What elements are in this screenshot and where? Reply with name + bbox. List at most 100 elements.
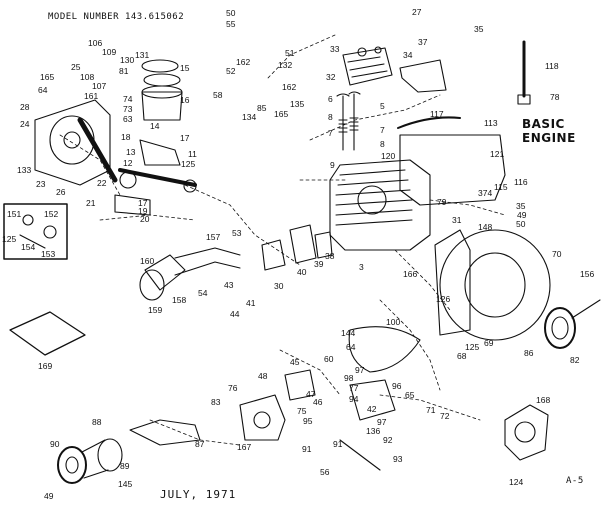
part-label: 85 [257, 103, 267, 113]
part-label: 38 [325, 251, 335, 261]
part-label: 3 [359, 262, 364, 272]
part-label: 60 [324, 354, 334, 364]
part-label: 156 [580, 269, 595, 279]
part-label: 168 [536, 395, 551, 405]
part-label: 98 [344, 373, 354, 383]
part-label: 17 [180, 133, 190, 143]
carburetor-gaskets [261, 224, 333, 271]
part-label: 63 [123, 114, 133, 124]
part-label: 158 [172, 295, 187, 305]
part-label: 6 [328, 94, 333, 104]
part-label: 125 [465, 342, 480, 352]
part-label: 79 [437, 197, 447, 207]
part-label: 68 [457, 351, 467, 361]
part-label: 95 [303, 416, 313, 426]
part-label: 19 [138, 206, 148, 216]
part-label: 157 [206, 232, 221, 242]
part-label: 33 [330, 44, 340, 54]
part-label: 17 [138, 198, 148, 208]
part-label: 121 [490, 149, 505, 159]
part-label: 70 [552, 249, 562, 259]
part-label: 54 [198, 288, 208, 298]
starter-housing [504, 404, 549, 461]
part-label: 30 [274, 281, 284, 291]
part-label: 130 [120, 55, 135, 65]
part-label: 8 [328, 112, 333, 122]
part-label: 135 [290, 99, 305, 109]
part-label: 86 [524, 348, 534, 358]
part-label: 13 [126, 147, 136, 157]
part-label: 88 [92, 417, 102, 427]
part-label: 89 [120, 461, 130, 471]
part-label: 153 [41, 249, 56, 259]
muffler [139, 247, 241, 301]
air-cleaner-tube [129, 419, 201, 446]
part-label: 37 [418, 37, 428, 47]
part-label: 15 [180, 63, 190, 73]
part-label: 134 [242, 112, 257, 122]
model-number: MODEL NUMBER 143.615062 [48, 12, 185, 22]
part-label: 20 [140, 214, 150, 224]
part-label: 44 [230, 309, 240, 319]
part-label: 50 [226, 8, 236, 18]
part-label: 165 [40, 72, 55, 82]
part-label: 42 [367, 404, 377, 414]
part-label: 64 [38, 85, 48, 95]
part-label: 31 [452, 215, 462, 225]
part-label: 159 [148, 305, 163, 315]
part-label: 118 [545, 61, 559, 71]
part-label: 131 [135, 50, 150, 60]
starter-pulley [544, 299, 601, 349]
part-label: 45 [290, 357, 300, 367]
part-label: 96 [392, 381, 402, 391]
part-label: 46 [313, 397, 323, 407]
part-label: 94 [349, 394, 359, 404]
page-code: A-5 [566, 476, 584, 486]
part-label: 72 [440, 411, 450, 421]
part-label: 125 [2, 234, 17, 244]
part-label: 126 [436, 294, 451, 304]
part-label: 12 [123, 158, 133, 168]
part-label: 7 [328, 128, 333, 138]
part-label: 39 [314, 259, 324, 269]
part-label: 93 [393, 454, 403, 464]
part-label: 120 [381, 151, 396, 161]
carburetor [239, 394, 286, 441]
part-label: 87 [195, 439, 205, 449]
part-label: 151 [7, 209, 22, 219]
part-label: 154 [21, 242, 36, 252]
cylinder-shield [348, 326, 421, 373]
part-label: 125 [181, 159, 196, 169]
part-label: 75 [297, 406, 307, 416]
part-label: 165 [274, 109, 289, 119]
part-label: 22 [97, 178, 107, 188]
part-label: 136 [366, 426, 381, 436]
part-label: 91 [333, 439, 343, 449]
part-label: 124 [509, 477, 524, 487]
part-label: 34 [403, 50, 413, 60]
part-label: 162 [236, 57, 251, 67]
part-label: 58 [213, 90, 223, 100]
part-label: 50 [516, 219, 526, 229]
part-label: 56 [320, 467, 330, 477]
part-label: 69 [484, 338, 494, 348]
part-label: 74 [123, 94, 133, 104]
part-label: 97 [355, 365, 365, 375]
part-label: 65 [405, 390, 415, 400]
part-label: 21 [86, 198, 96, 208]
inset-parts [19, 214, 57, 249]
part-label: 160 [140, 256, 155, 266]
part-label: 14 [150, 121, 160, 131]
part-label: 169 [38, 361, 53, 371]
part-label: 5 [380, 101, 385, 111]
crankshaft [114, 139, 197, 216]
part-label: 162 [282, 82, 297, 92]
part-label: 133 [17, 165, 32, 175]
part-label: 145 [118, 479, 133, 489]
part-label: 35 [474, 24, 484, 34]
part-label: 52 [226, 66, 236, 76]
part-label: 18 [121, 132, 131, 142]
manual-booklet [9, 311, 86, 356]
part-label: 91 [302, 444, 312, 454]
part-label: 51 [285, 48, 295, 58]
